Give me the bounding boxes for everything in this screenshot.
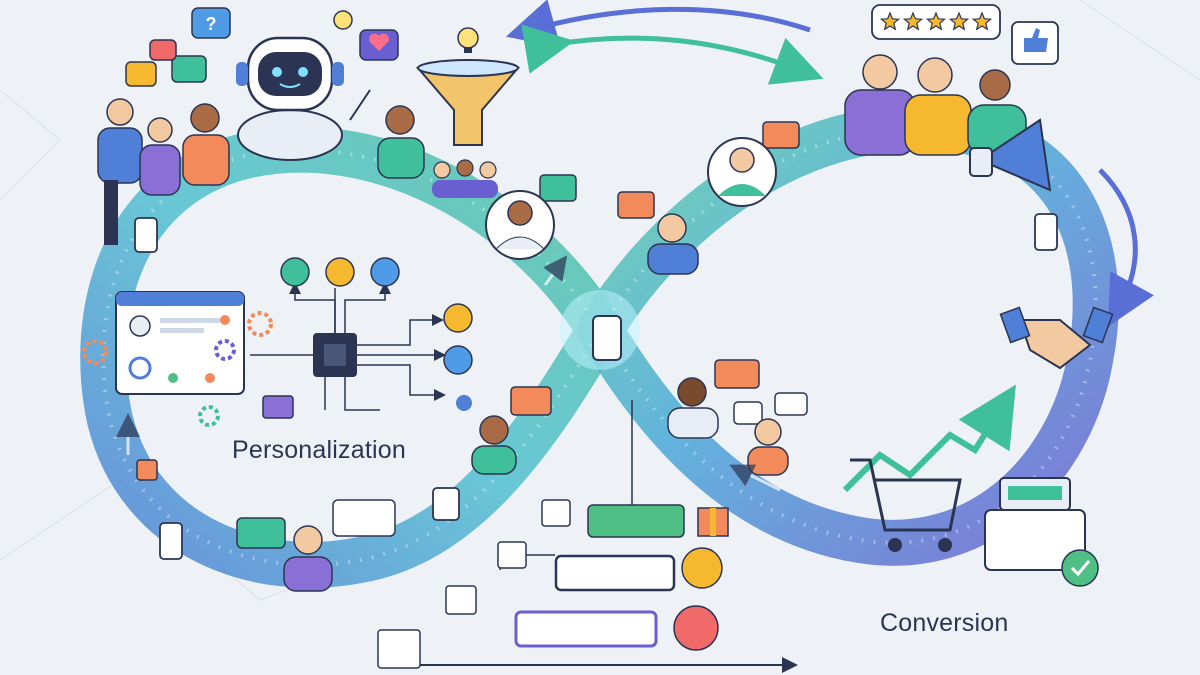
- cash-register-icon: [984, 477, 1086, 571]
- smartphone-icon: [592, 315, 622, 361]
- speech-bubble-icon: [332, 499, 396, 537]
- speech-bubble-icon: [125, 61, 157, 87]
- conversion-label: Conversion: [880, 609, 1009, 637]
- robot-assistant-icon: [236, 36, 371, 161]
- check-icon: [1061, 549, 1099, 587]
- calendar-icon: [377, 629, 421, 669]
- question-icon: ?: [191, 7, 231, 39]
- speech-bubble-icon: [617, 191, 655, 219]
- arrow-right-down: [1098, 168, 1154, 327]
- social-bubbles: ?: [125, 7, 399, 87]
- speech-bubble-icon: [554, 554, 676, 592]
- avatar: [456, 395, 472, 411]
- gear-icon: [198, 405, 220, 427]
- avatar: [370, 257, 400, 287]
- speech-bubble-icon: [774, 392, 808, 416]
- top-cycle-arrows: [505, 0, 1154, 327]
- lightbulb-icon: [333, 10, 353, 30]
- avatar: [657, 213, 687, 243]
- speech-bubble-icon: [587, 504, 685, 538]
- speech-bubble-icon: [510, 386, 552, 416]
- gear-icon: [214, 339, 236, 361]
- speech-bubble-icon: [539, 174, 577, 202]
- avatar: [325, 257, 355, 287]
- personalization-label: Personalization: [232, 436, 406, 464]
- svg-text:?: ?: [206, 14, 217, 34]
- tablet-icon: [432, 487, 460, 521]
- smartphone-icon: [1034, 213, 1058, 251]
- arrow-top-forward: [521, 24, 824, 85]
- arrow-top-return: [505, 0, 811, 48]
- star-icon: [902, 11, 924, 31]
- speech-bubble-icon: [514, 610, 658, 648]
- happy-customers: [844, 54, 1027, 156]
- conversion-area: [842, 306, 1114, 587]
- speech-bubble-icon: [681, 547, 723, 589]
- avatar: [280, 257, 310, 287]
- speech-bubble-icon: [673, 605, 719, 651]
- personalization-hub: [82, 257, 473, 427]
- trend-arrow-icon: [842, 384, 1016, 493]
- browser-window-icon: [115, 291, 245, 395]
- avatar: [443, 303, 473, 333]
- smartphone-icon: [159, 522, 183, 560]
- calendar-icon: [445, 585, 477, 615]
- star-icon: [879, 11, 901, 31]
- star-icon: [971, 11, 993, 31]
- chat-bubbles: [236, 121, 808, 549]
- handshake-icon: [999, 306, 1114, 370]
- rating-bubble: [871, 4, 1001, 40]
- calendar-icon: [136, 459, 158, 481]
- shopping-cart-icon: [850, 458, 962, 552]
- loop-direction-arrows: [116, 255, 781, 492]
- speech-bubble-icon: [762, 121, 800, 149]
- small-group: [432, 159, 498, 198]
- hub-connectors: [250, 282, 446, 411]
- star-rating: [879, 11, 993, 31]
- megaphone-icon: [969, 118, 1052, 192]
- speech-bubble-icon: [149, 39, 177, 61]
- calendar-icon: [541, 499, 571, 527]
- loop-band-right: [577, 104, 1119, 566]
- chip-icon: [313, 333, 357, 377]
- calendar-icon: [497, 541, 527, 569]
- heart-icon: [359, 29, 399, 61]
- gear-icon: [247, 311, 273, 337]
- speech-bubble-icon: [171, 55, 207, 83]
- person-waving: [377, 105, 425, 179]
- lightbulb-icon: [457, 27, 479, 53]
- speech-bubble-icon: [733, 401, 763, 425]
- speech-bubble-icon: [714, 359, 760, 389]
- people-group-left: [97, 98, 230, 245]
- laptop-icon: [262, 395, 294, 419]
- thumbs-up-icon: [1011, 21, 1059, 65]
- customer-portraits: [283, 137, 789, 592]
- gift-icon: [697, 507, 729, 537]
- star-icon: [925, 11, 947, 31]
- avatar: [443, 345, 473, 375]
- timeline: [377, 400, 798, 673]
- devices: [134, 213, 1058, 560]
- funnel-icon: [415, 27, 521, 146]
- speech-bubble-icon: [236, 517, 286, 549]
- star-icon: [948, 11, 970, 31]
- gear-icon: [82, 339, 108, 365]
- smartphone-icon: [134, 217, 158, 253]
